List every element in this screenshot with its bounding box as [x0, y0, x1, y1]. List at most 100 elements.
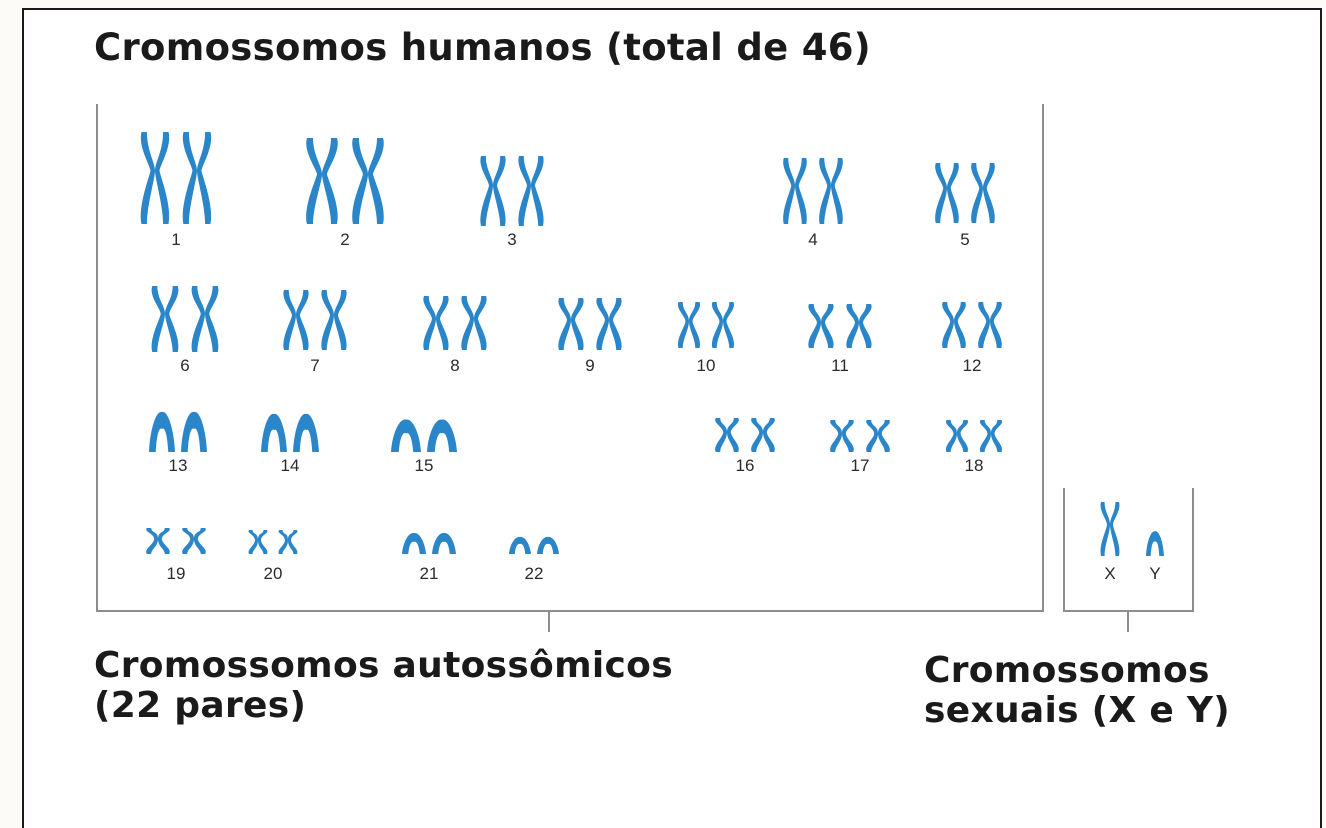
- chromatid-2-1: [306, 138, 338, 224]
- chromatid-1-2: [182, 132, 212, 224]
- chromatid-15-1: [391, 419, 421, 452]
- chromatid-15-2: [427, 419, 457, 452]
- diagram-title: Cromossomos humanos (total de 46): [94, 26, 871, 69]
- chromosome-label-5: 5: [960, 230, 970, 249]
- chromatid-5-2: [971, 163, 995, 223]
- chromatid-4-2: [819, 158, 843, 224]
- sex-caption: Cromossomos sexuais (X e Y): [924, 651, 1230, 731]
- chromosome-label-11: 11: [831, 356, 849, 375]
- chromosome-11: [808, 304, 872, 348]
- chromosome-label-8: 8: [450, 356, 460, 375]
- chromatid-11-1: [808, 304, 834, 348]
- chromatid-17-1: [830, 420, 854, 452]
- chromatid-3-2: [518, 156, 544, 226]
- chromatid-5-1: [935, 163, 959, 223]
- chromatid-13-1: [149, 411, 175, 452]
- chromosome-label-2: 2: [340, 230, 350, 249]
- chromatid-x-1: [1100, 502, 1120, 556]
- sex-bracket-right: [1192, 488, 1194, 612]
- chromosome-label-17: 17: [850, 456, 870, 475]
- chromosome-label-18: 18: [964, 456, 984, 475]
- chromatid-7-1: [283, 290, 309, 350]
- chromatid-21-2: [432, 533, 456, 554]
- chromosome-12: [942, 302, 1002, 348]
- chromatid-14-1: [261, 413, 287, 452]
- chromosome-label-16: 16: [735, 456, 755, 475]
- chromatid-20-2: [278, 530, 298, 554]
- sex-bracket-tick: [1127, 612, 1129, 632]
- autosome-bracket-right: [1042, 104, 1044, 612]
- chromosome-8: [423, 296, 487, 350]
- diagram-frame: [22, 8, 1322, 828]
- chromosome-4: [783, 158, 843, 224]
- chromosome-6: [151, 286, 219, 352]
- chromosome-x: [1100, 502, 1120, 556]
- chromatid-19-1: [146, 528, 170, 554]
- chromatid-10-1: [677, 302, 701, 348]
- chromatid-21-1: [402, 533, 426, 554]
- autosome-bracket-left: [96, 104, 98, 612]
- chromosome-21: [402, 533, 456, 554]
- chromosome-label-15: 15: [414, 456, 434, 475]
- chromosome-label-10: 10: [696, 356, 716, 375]
- chromatid-6-1: [151, 286, 179, 352]
- chromatid-18-2: [979, 420, 1003, 452]
- chromosome-1: [140, 132, 212, 224]
- chromatid-6-2: [191, 286, 219, 352]
- chromosome-15: [391, 419, 457, 452]
- autosomal-caption: Cromossomos autossômicos (22 pares): [94, 646, 673, 726]
- chromosome-label-3: 3: [507, 230, 517, 249]
- chromosome-3: [480, 156, 544, 226]
- chromosome-14: [261, 413, 319, 452]
- chromatid-3-1: [480, 156, 506, 226]
- chromosome-5: [935, 163, 995, 223]
- chromatid-1-1: [140, 132, 170, 224]
- chromosome-17: [830, 420, 890, 452]
- chromosome-18: [945, 420, 1003, 452]
- chromatid-4-1: [783, 158, 807, 224]
- sex-bracket-bottom: [1063, 610, 1194, 612]
- chromatid-18-1: [945, 420, 969, 452]
- chromatid-9-2: [596, 298, 622, 350]
- chromatid-8-1: [423, 296, 449, 350]
- chromatid-12-2: [978, 302, 1002, 348]
- chromatid-9-1: [558, 298, 584, 350]
- autosome-bracket-bottom: [96, 610, 1044, 612]
- chromosome-7: [283, 290, 347, 350]
- chromosome-label-22: 22: [524, 564, 544, 583]
- chromatid-y-1: [1146, 531, 1164, 556]
- chromatid-20-1: [248, 530, 268, 554]
- chromatid-17-2: [866, 420, 890, 452]
- chromosome-label-7: 7: [310, 356, 320, 375]
- chromosome-22: [509, 536, 559, 554]
- chromosome-19: [146, 528, 206, 554]
- chromosome-10: [677, 302, 735, 348]
- chromosome-label-1: 1: [171, 230, 181, 249]
- chromosome-20: [248, 530, 298, 554]
- chromosome-label-6: 6: [180, 356, 190, 375]
- chromosome-label-12: 12: [962, 356, 982, 375]
- sex-bracket-left: [1063, 488, 1065, 612]
- chromosome-label-y: Y: [1149, 564, 1161, 583]
- chromosome-label-x: X: [1104, 564, 1116, 583]
- autosomal-caption-line1: Cromossomos autossômicos: [94, 645, 673, 686]
- chromatid-10-2: [711, 302, 735, 348]
- chromosome-2: [306, 138, 384, 224]
- chromatid-16-1: [715, 418, 739, 452]
- chromosome-label-19: 19: [166, 564, 186, 583]
- chromatid-11-2: [846, 304, 872, 348]
- chromatid-13-2: [181, 411, 207, 452]
- chromatid-22-1: [509, 536, 531, 554]
- chromosome-13: [149, 411, 207, 452]
- chromatid-2-2: [352, 138, 384, 224]
- chromatid-22-2: [537, 536, 559, 554]
- chromosome-label-4: 4: [808, 230, 818, 249]
- chromosome-9: [558, 298, 622, 350]
- chromosome-y: [1146, 531, 1164, 556]
- chromatid-8-2: [461, 296, 487, 350]
- chromatid-12-1: [942, 302, 966, 348]
- chromosome-label-21: 21: [419, 564, 439, 583]
- sex-caption-line2: sexuais (X e Y): [924, 690, 1230, 731]
- chromatid-19-2: [182, 528, 206, 554]
- autosome-bracket-tick: [548, 612, 550, 632]
